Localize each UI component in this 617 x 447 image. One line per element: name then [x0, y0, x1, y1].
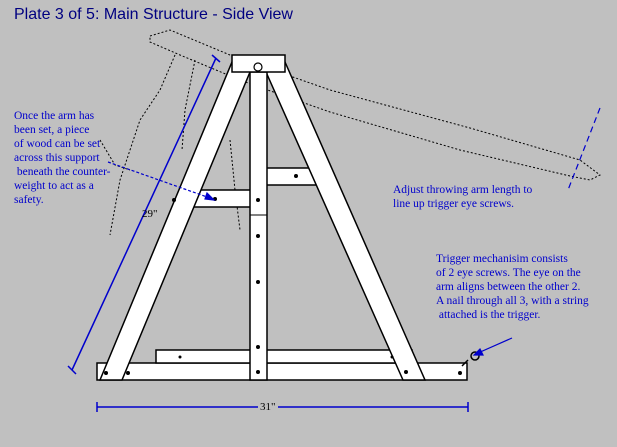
- leg-length-label: 29": [142, 208, 158, 220]
- annotation-leaders: [107, 107, 601, 356]
- bolts: [104, 174, 462, 375]
- left-leg: [98, 60, 251, 381]
- safety-note: Once the arm has been set, a piece of wo…: [14, 110, 111, 206]
- leg-length-dimension: [67, 54, 221, 375]
- arm-length-note: Adjust throwing arm length to line up tr…: [393, 184, 533, 210]
- trigger-note: Trigger mechanisim consists of 2 eye scr…: [436, 253, 589, 321]
- trigger-eye-screw: [461, 351, 480, 367]
- center-post: [249, 71, 268, 381]
- base-support-block: [155, 349, 413, 364]
- pivot-hole: [253, 62, 263, 72]
- base-length-dimension: [96, 402, 469, 412]
- page-title: Plate 3 of 5: Main Structure - Side View: [14, 6, 293, 23]
- base-length-label: 31": [258, 401, 278, 413]
